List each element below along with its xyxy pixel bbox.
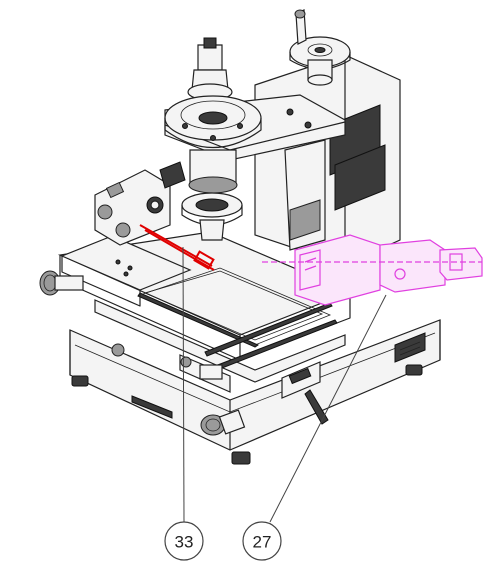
leader-33 [182, 246, 185, 523]
callout-33: 33 [164, 521, 204, 561]
leader-lines [182, 246, 387, 523]
highlight-part-33 [139, 224, 215, 271]
leader-27 [269, 294, 387, 523]
callout-label-33: 33 [175, 533, 194, 552]
callout-label-27: 27 [253, 533, 272, 552]
callout-circle [242, 521, 282, 561]
xy-stage [57, 231, 352, 399]
stage-knobs [39, 270, 329, 436]
highlight-part-27 [262, 234, 483, 306]
base-block [69, 319, 441, 465]
microscope-head [94, 37, 262, 246]
callout-27: 27 [242, 521, 282, 561]
callout-circle [164, 521, 204, 561]
